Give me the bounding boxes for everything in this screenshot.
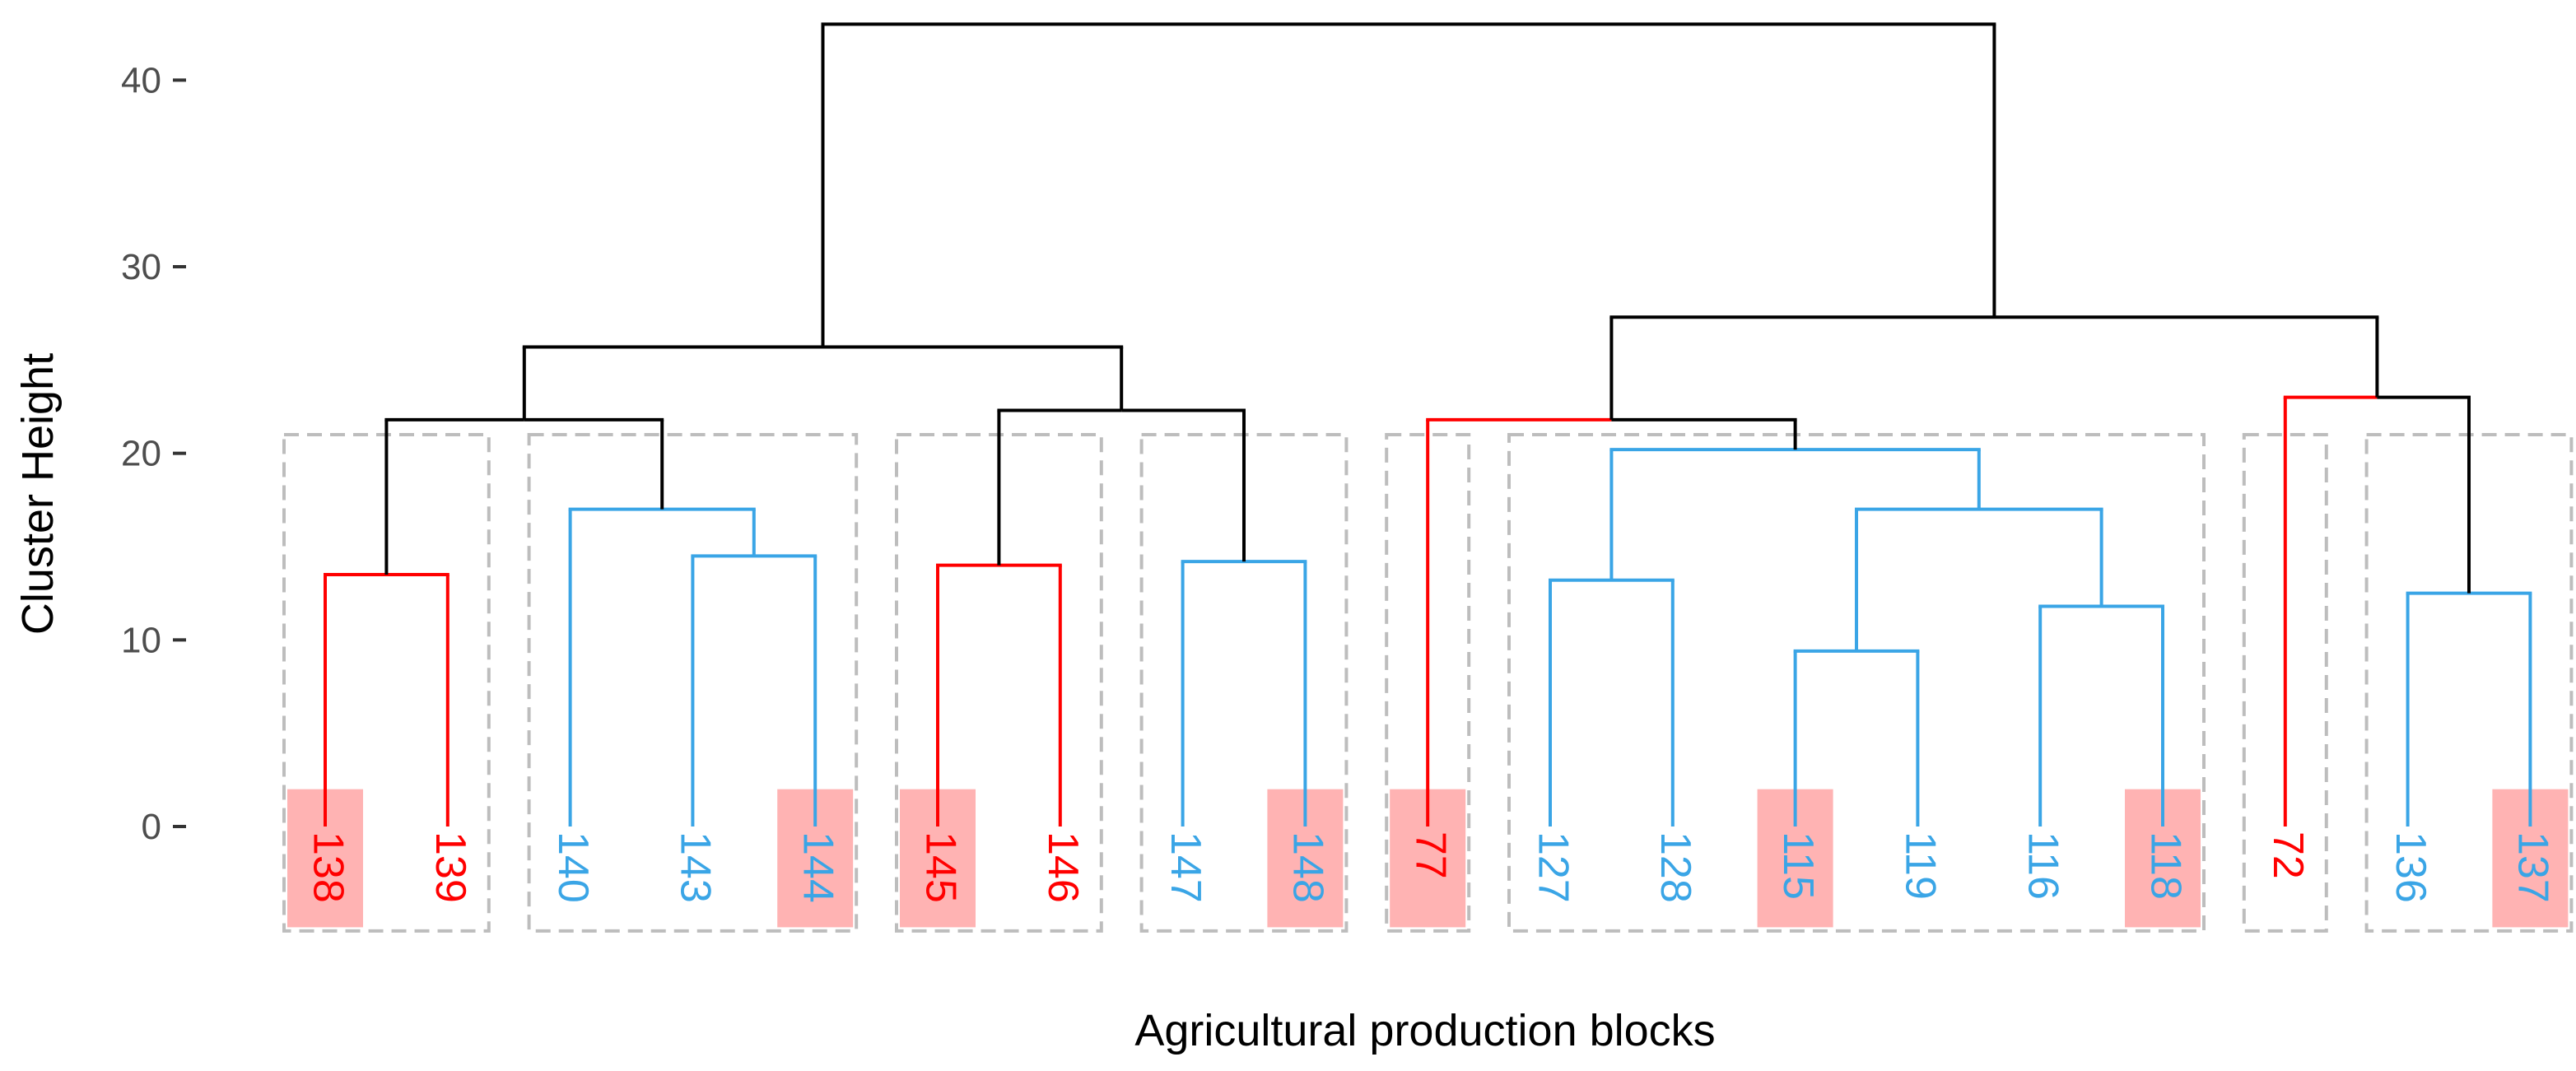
leaf-label-138: 138: [304, 831, 352, 903]
leaf-label-116: 116: [2019, 831, 2066, 900]
branch-m18: [821, 22, 1996, 347]
leaf-labels: 138 139 140 143 144 145 146 147 148 77 127 128 115 11…: [304, 831, 2556, 903]
dendrogram-branches: [324, 22, 2532, 827]
x-axis-title: Agricultural production blocks: [1134, 1006, 1715, 1055]
branch-m2: [691, 554, 818, 827]
leaf-label-77: 77: [1406, 831, 1454, 879]
y-tick-label-10: 10: [121, 620, 161, 660]
leaf-label-139: 139: [426, 831, 474, 903]
leaf-label-147: 147: [1162, 831, 1209, 903]
leaf-label-127: 127: [1529, 831, 1577, 903]
branch-m12: [384, 417, 664, 575]
leaf-label-128: 128: [1651, 831, 1699, 903]
y-tick-label-20: 20: [121, 434, 161, 474]
leaf-label-145: 145: [916, 831, 964, 903]
branch-m13: [997, 408, 1246, 566]
leaf-label-143: 143: [672, 831, 720, 903]
cluster-box-2: [527, 433, 859, 933]
leaf-label-140: 140: [549, 831, 597, 903]
leaf-label-146: 146: [1039, 831, 1087, 903]
branch-m5: [1181, 560, 1307, 827]
branch-m10: [1609, 448, 1981, 580]
branch-m9: [1855, 507, 2103, 651]
y-axis: 0 10 20 30 40: [121, 60, 186, 847]
leaf-label-115: 115: [1774, 831, 1822, 900]
cluster-box-5: [1385, 433, 1471, 933]
y-tick-label-0: 0: [142, 807, 161, 847]
y-axis-title: Cluster Height: [13, 353, 63, 635]
leaf-label-72: 72: [2264, 831, 2312, 879]
leaf-label-148: 148: [1284, 831, 1332, 903]
branch-m14: [1426, 417, 1797, 827]
branch-m1: [324, 573, 450, 827]
branch-m4: [936, 563, 1062, 827]
cluster-box-6: [1507, 433, 2206, 933]
cluster-box-7: [2242, 433, 2328, 933]
leaf-label-119: 119: [1897, 831, 1945, 900]
branch-m17: [1609, 315, 2379, 420]
branch-m6: [1549, 578, 1675, 827]
y-tick-label-40: 40: [121, 60, 161, 100]
leaf-label-136: 136: [2387, 831, 2434, 903]
leaf-label-144: 144: [794, 831, 841, 903]
leaf-label-137: 137: [2509, 831, 2557, 903]
y-tick-label-30: 30: [121, 247, 161, 287]
branch-m15: [2283, 395, 2471, 827]
leaf-label-118: 118: [2141, 831, 2189, 900]
